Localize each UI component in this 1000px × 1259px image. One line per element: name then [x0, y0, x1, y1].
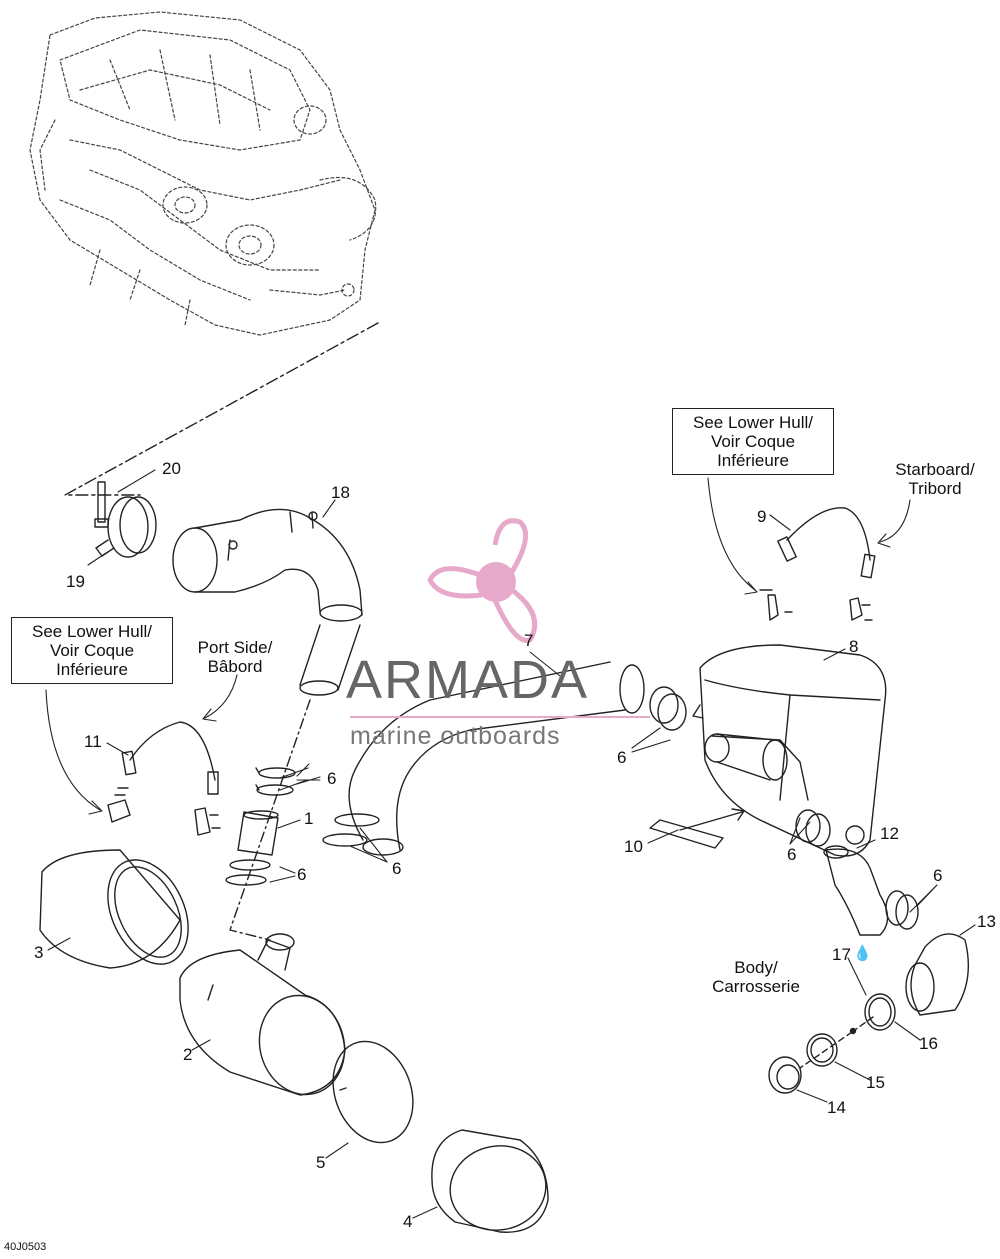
part-label-17: 17 — [832, 945, 851, 964]
side-line: Starboard/ — [895, 460, 975, 479]
part-12-elbow — [823, 845, 889, 936]
part-6-clamps-outlet — [795, 809, 831, 847]
part-label-12: 12 — [880, 824, 899, 843]
note-lower-hull-left: See Lower Hull/ Voir Coque Inférieure — [11, 617, 173, 684]
part-4-cap — [431, 1129, 549, 1233]
part-9-brackets — [759, 589, 873, 621]
part-11-brackets — [107, 787, 221, 836]
note-line: Voir Coque — [49, 641, 135, 660]
part-18-exhaust-pipe — [172, 508, 363, 696]
part-label-19: 19 — [66, 572, 85, 591]
label-port-side: Port Side/ Bâbord — [180, 638, 290, 676]
part-9-strap — [777, 507, 876, 579]
part-6-clamps-upper — [255, 767, 296, 796]
armada-logo-icon — [427, 518, 538, 643]
part-16-ring — [864, 993, 896, 1031]
part-20-bolt — [94, 481, 109, 528]
note-lower-hull-right: See Lower Hull/ Voir Coque Inférieure — [672, 408, 834, 475]
part-label-14: 14 — [827, 1098, 846, 1117]
part-label-5: 5 — [316, 1153, 326, 1172]
part-label-2: 2 — [183, 1045, 193, 1064]
part-label-6-upper: 6 — [327, 769, 337, 788]
part-7-tube — [348, 661, 645, 856]
part-label-16: 16 — [919, 1034, 938, 1053]
part-6-clamps-right — [649, 686, 687, 731]
part-label-15: 15 — [866, 1073, 885, 1092]
side-line: Carrosserie — [712, 977, 800, 996]
part-5-clamp — [332, 1040, 414, 1144]
label-body: Body/ Carrosserie — [700, 958, 812, 996]
part-label-11: 11 — [84, 732, 102, 751]
part-19-clamp — [95, 496, 157, 558]
engine-outline — [29, 11, 377, 336]
watermark-tagline: marine outboards — [350, 722, 561, 750]
note-line: Voir Coque — [710, 432, 796, 451]
watermark-brand: ARMADA — [346, 650, 590, 710]
part-label-6-outlet: 6 — [787, 845, 797, 864]
part-15-gasket — [806, 1033, 838, 1067]
part-label-20: 20 — [162, 459, 181, 478]
part-label-6-elbow: 6 — [933, 866, 943, 885]
note-line: See Lower Hull/ — [692, 413, 813, 432]
diagram-code: 40J0503 — [4, 1241, 47, 1253]
part-10-strap — [649, 819, 724, 849]
part-14-nut — [768, 1056, 802, 1094]
part-label-10: 10 — [624, 837, 643, 856]
part-label-1: 1 — [304, 809, 314, 828]
part-2-muffler — [179, 933, 346, 1096]
part-6-clamps-mid — [322, 813, 380, 847]
part-label-13: 13 — [977, 912, 996, 931]
side-line: Bâbord — [207, 657, 263, 676]
leader-lines — [47, 469, 976, 1219]
engine-link-line — [64, 322, 379, 496]
part-3-cover — [39, 849, 189, 969]
part-label-3: 3 — [34, 943, 44, 962]
part-1-coupler — [237, 810, 279, 856]
part-label-4: 4 — [403, 1212, 413, 1231]
note-line: See Lower Hull/ — [31, 622, 152, 641]
note-line: Inférieure — [717, 451, 789, 470]
note-arrows — [45, 477, 911, 815]
part-13-outlet — [905, 933, 970, 1016]
part-label-6-mid: 6 — [392, 859, 402, 878]
part-6-clamps-elbow — [885, 890, 919, 930]
note-line: Inférieure — [56, 660, 128, 679]
oil-drop-icon: 💧 — [853, 945, 872, 962]
part-6-clamps-lower — [225, 859, 271, 886]
part-11-strap — [121, 721, 219, 795]
side-line: Tribord — [908, 479, 962, 498]
side-line: Body/ — [734, 958, 778, 977]
part-label-9: 9 — [757, 507, 767, 526]
part-8-muffler — [692, 644, 887, 857]
watermark-rule — [350, 716, 650, 718]
pipe-centerline — [229, 699, 311, 941]
label-starboard: Starboard/ Tribord — [880, 460, 990, 498]
part-label-7: 7 — [524, 631, 534, 650]
part-label-8: 8 — [849, 637, 859, 656]
part-label-18: 18 — [331, 483, 350, 502]
side-line: Port Side/ — [197, 638, 273, 657]
part-label-6-lower: 6 — [297, 865, 307, 884]
part-label-6-right: 6 — [617, 748, 627, 767]
